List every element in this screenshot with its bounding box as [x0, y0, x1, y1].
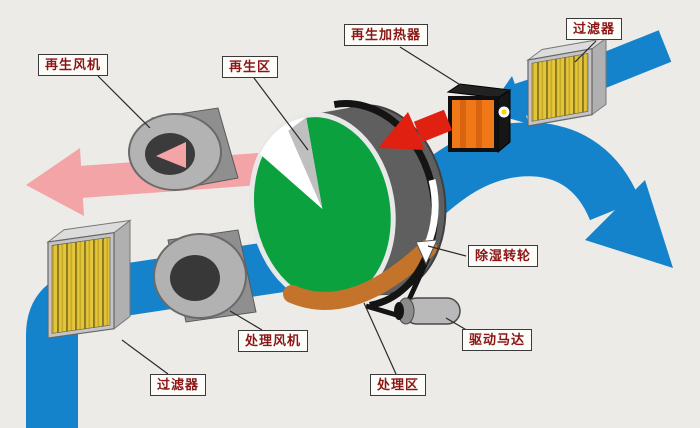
belt-run-upper [405, 256, 431, 304]
desiccant-wheel [248, 104, 447, 306]
drive-motor [394, 297, 461, 325]
leader-regen-fan [97, 75, 151, 129]
label-regen-heater: 再生加热器 [344, 24, 429, 46]
wheel-tray [283, 239, 437, 310]
belt-run-lower [365, 303, 401, 319]
label-process-fan: 处理风机 [238, 330, 309, 352]
motor-pulley [394, 302, 404, 320]
label-regen-fan: 再生风机 [38, 54, 109, 76]
hot-air-duct [413, 109, 453, 143]
leader-filter-bottom [121, 339, 169, 375]
leader-lines [97, 40, 597, 375]
process-fan [153, 229, 257, 323]
wheel-sector-shadow [288, 117, 323, 209]
label-filter-bottom: 过滤器 [150, 374, 207, 396]
regen-exhaust-arrowhead-small [156, 142, 186, 168]
leader-wheel [427, 245, 467, 257]
regen-heater [446, 83, 512, 154]
heater-side-face [497, 89, 511, 154]
leader-regen-heater [399, 46, 463, 87]
leader-process-fan [229, 310, 263, 331]
regen-fan [128, 107, 239, 191]
label-process-zone: 处理区 [370, 374, 427, 396]
filter-top-media [531, 53, 589, 122]
leader-regen-zone [253, 77, 309, 151]
filter-top [526, 37, 608, 127]
regen-exhaust-arrowhead [26, 148, 84, 216]
heater-front-face [452, 100, 494, 148]
filter-bottom-media [51, 236, 111, 334]
heater-indicator-light-core [501, 109, 507, 115]
process-fan-opening [170, 255, 220, 301]
label-wheel: 除湿转轮 [468, 245, 539, 267]
label-filter-top: 过滤器 [566, 18, 623, 40]
filter-bottom [46, 219, 132, 339]
heater-element-stripe [476, 100, 482, 148]
filter-top-side [591, 37, 607, 116]
hot-air-arrowhead [378, 112, 425, 150]
heater-element-stripe [460, 100, 466, 148]
label-regen-zone: 再生区 [222, 56, 279, 78]
rotation-arrowhead-icon [415, 239, 438, 266]
leader-filter-top [574, 40, 597, 63]
label-drive-motor: 驱动马达 [462, 329, 533, 351]
process-air-outlet-arrowhead [585, 180, 673, 268]
leader-process-zone [363, 302, 397, 375]
rotation-arrow [423, 179, 439, 248]
filter-bottom-side [113, 219, 131, 330]
